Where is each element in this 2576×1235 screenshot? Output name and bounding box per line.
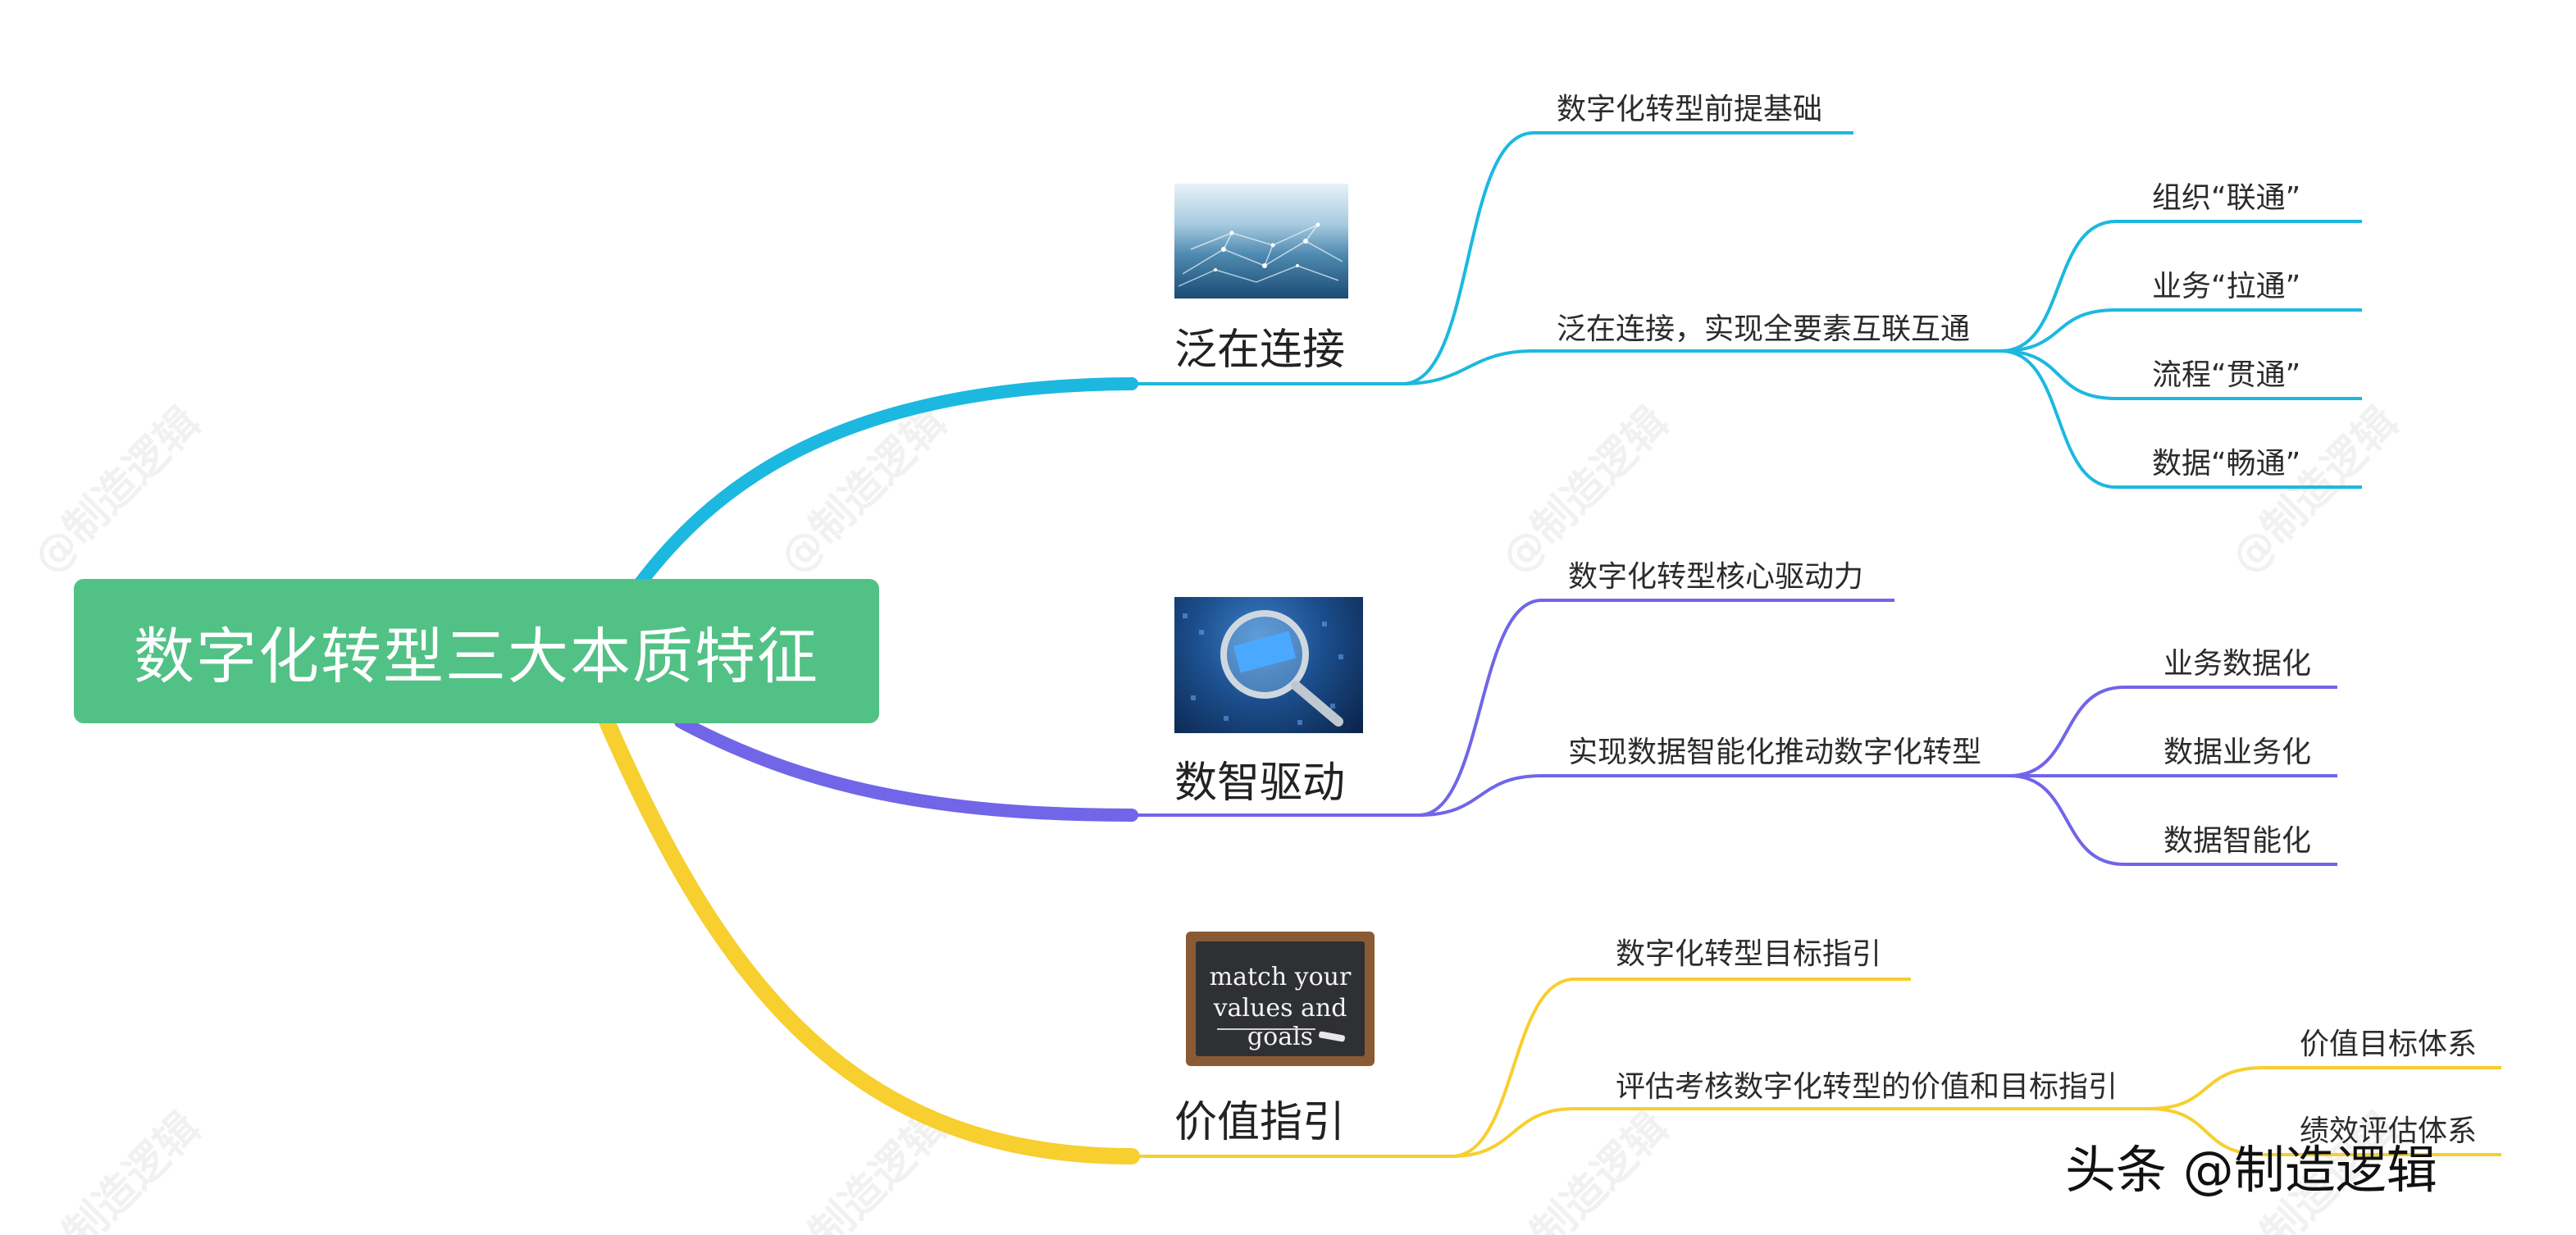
leaf-label: 数据业务化 bbox=[2163, 736, 2312, 769]
chalkboard-text-line-2: values and goals bbox=[1213, 994, 1347, 1051]
chalkboard-goals-image: match your values and goals bbox=[1186, 932, 1375, 1066]
leaf-link-8 bbox=[2148, 1066, 2501, 1110]
sub-link-1-1 bbox=[1402, 131, 1534, 385]
chalkboard: match your values and goals bbox=[1196, 941, 1365, 1056]
leaf-link-9 bbox=[2148, 1107, 2501, 1156]
subtopic-label: 评估考核数字化转型的价值和目标指引 bbox=[1616, 1070, 2118, 1104]
branch-label-data-intelligence: 数智驱动 bbox=[1174, 759, 1346, 808]
network-graphic bbox=[1178, 222, 1343, 287]
sub-link-1-2 bbox=[1402, 349, 1534, 385]
branch-link-1 bbox=[633, 377, 1138, 590]
chalkboard-text-line-1: match your bbox=[1209, 963, 1352, 991]
leaf-label: 数据“畅通” bbox=[2152, 447, 2301, 481]
branch-link-3 bbox=[599, 713, 1140, 1164]
sub-link-3-1 bbox=[1451, 978, 1575, 1158]
leaf-link-7 bbox=[2008, 774, 2337, 866]
leaf-label: 绩效评估体系 bbox=[2300, 1114, 2478, 1148]
chalk-underline bbox=[1217, 1028, 1315, 1030]
sub-link-2-2 bbox=[1418, 774, 1543, 817]
sub-link-3-2 bbox=[1451, 1107, 1575, 1158]
leaf-label: 业务“拉通” bbox=[2152, 270, 2301, 303]
leaf-link-1 bbox=[2000, 220, 2362, 353]
root-node: 数字化转型三大本质特征 bbox=[74, 579, 879, 723]
leaf-label: 价值目标体系 bbox=[2300, 1028, 2478, 1061]
leaf-link-5 bbox=[2008, 686, 2337, 777]
leaf-link-2 bbox=[2000, 308, 2362, 353]
subtopic-label: 数字化转型前提基础 bbox=[1557, 93, 1823, 126]
subtopic-label: 数字化转型核心驱动力 bbox=[1568, 560, 1864, 594]
subtopic-label: 数字化转型目标指引 bbox=[1616, 937, 1882, 971]
leaf-label: 组织“联通” bbox=[2152, 181, 2301, 215]
network-city-image bbox=[1174, 184, 1348, 298]
branch-label-value-guidance: 价值指引 bbox=[1174, 1098, 1346, 1147]
sub-link-2-1 bbox=[1418, 599, 1543, 817]
source-watermark: 头条 @制造逻辑 bbox=[2065, 1140, 2437, 1200]
leaf-label: 数据智能化 bbox=[2163, 824, 2312, 858]
subtopic-label: 实现数据智能化推动数字化转型 bbox=[1568, 736, 1982, 769]
subtopic-label: 泛在连接，实现全要素互联互通 bbox=[1557, 312, 1971, 346]
leaf-label: 流程“贯通” bbox=[2152, 358, 2301, 392]
magnifier-data-image bbox=[1174, 597, 1363, 733]
leaf-link-3 bbox=[2000, 349, 2362, 400]
branch-label-pervasive-connection: 泛在连接 bbox=[1174, 326, 1346, 375]
leaf-link-4 bbox=[2000, 349, 2362, 489]
magnifier-graphic bbox=[1183, 610, 1343, 727]
branch-link-2 bbox=[674, 715, 1138, 822]
leaf-label: 业务数据化 bbox=[2163, 647, 2312, 681]
